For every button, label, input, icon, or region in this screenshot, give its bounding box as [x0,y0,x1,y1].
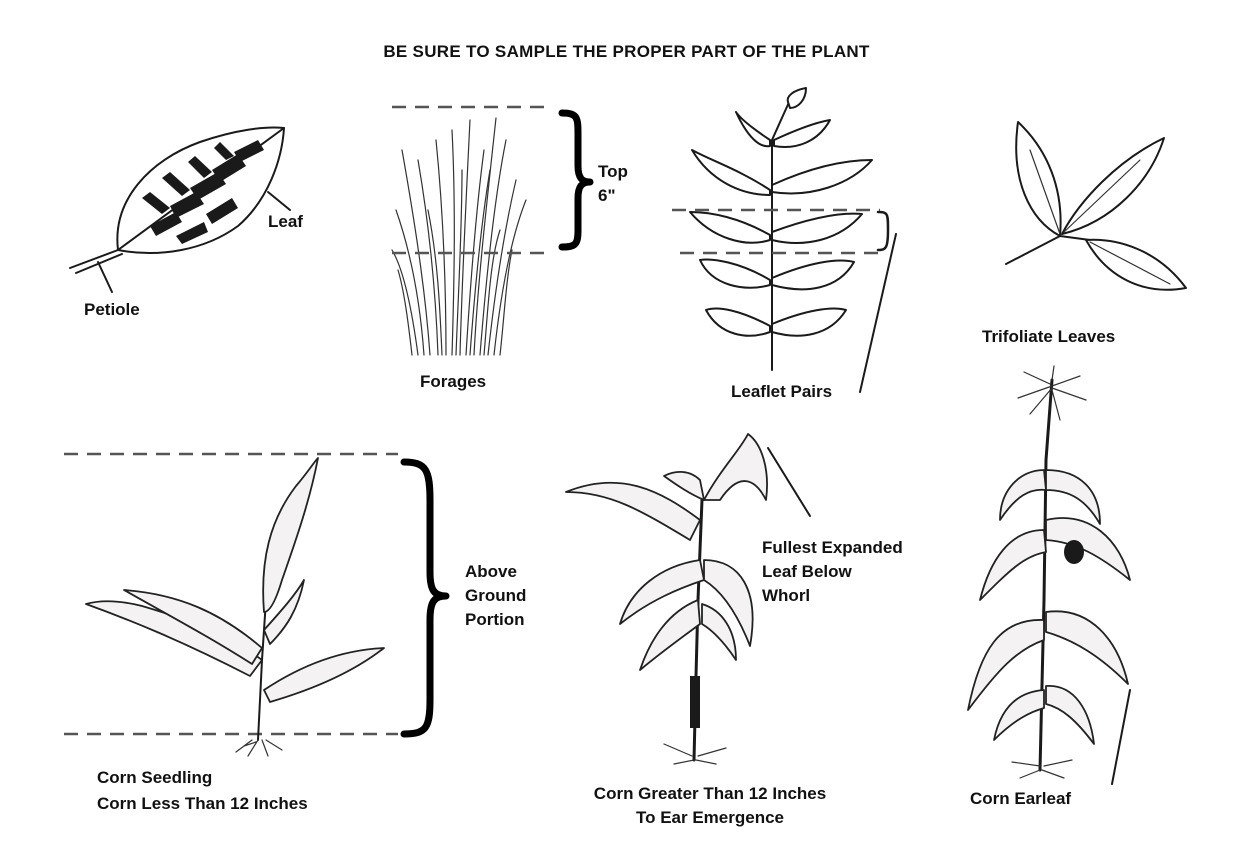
single-leaf-illustration [70,128,290,292]
top-label: Top [598,160,628,184]
forages-illustration [392,107,590,355]
leaf-label: Leaf [268,210,303,234]
leaf-below-label: Leaf Below [762,560,852,584]
six-inch-label: 6" [598,184,616,208]
above-label: Above [465,560,517,584]
forages-label: Forages [420,370,486,394]
ground-label: Ground [465,584,526,608]
corn-greater-label: Corn Greater Than 12 Inches [540,782,880,806]
ear-emergence-label: To Ear Emergence [540,806,880,830]
fullest-label: Fullest Expanded [762,536,903,560]
corn-earleaf-label: Corn Earleaf [970,787,1071,811]
portion-label: Portion [465,608,525,632]
corn-less-label: Corn Less Than 12 Inches [97,792,308,816]
page-title: BE SURE TO SAMPLE THE PROPER PART OF THE… [0,40,1253,64]
corn-earleaf-illustration [968,366,1130,784]
corn-seedling-label: Corn Seedling [97,766,212,790]
corn-seedling-illustration [64,454,446,756]
leaflet-pairs-illustration [672,88,896,392]
whorl-label: Whorl [762,584,810,608]
petiole-label: Petiole [84,298,140,322]
trifoliate-illustration [1006,122,1186,290]
leaflet-pairs-label: Leaflet Pairs [731,380,832,404]
trifoliate-label: Trifoliate Leaves [982,325,1115,349]
